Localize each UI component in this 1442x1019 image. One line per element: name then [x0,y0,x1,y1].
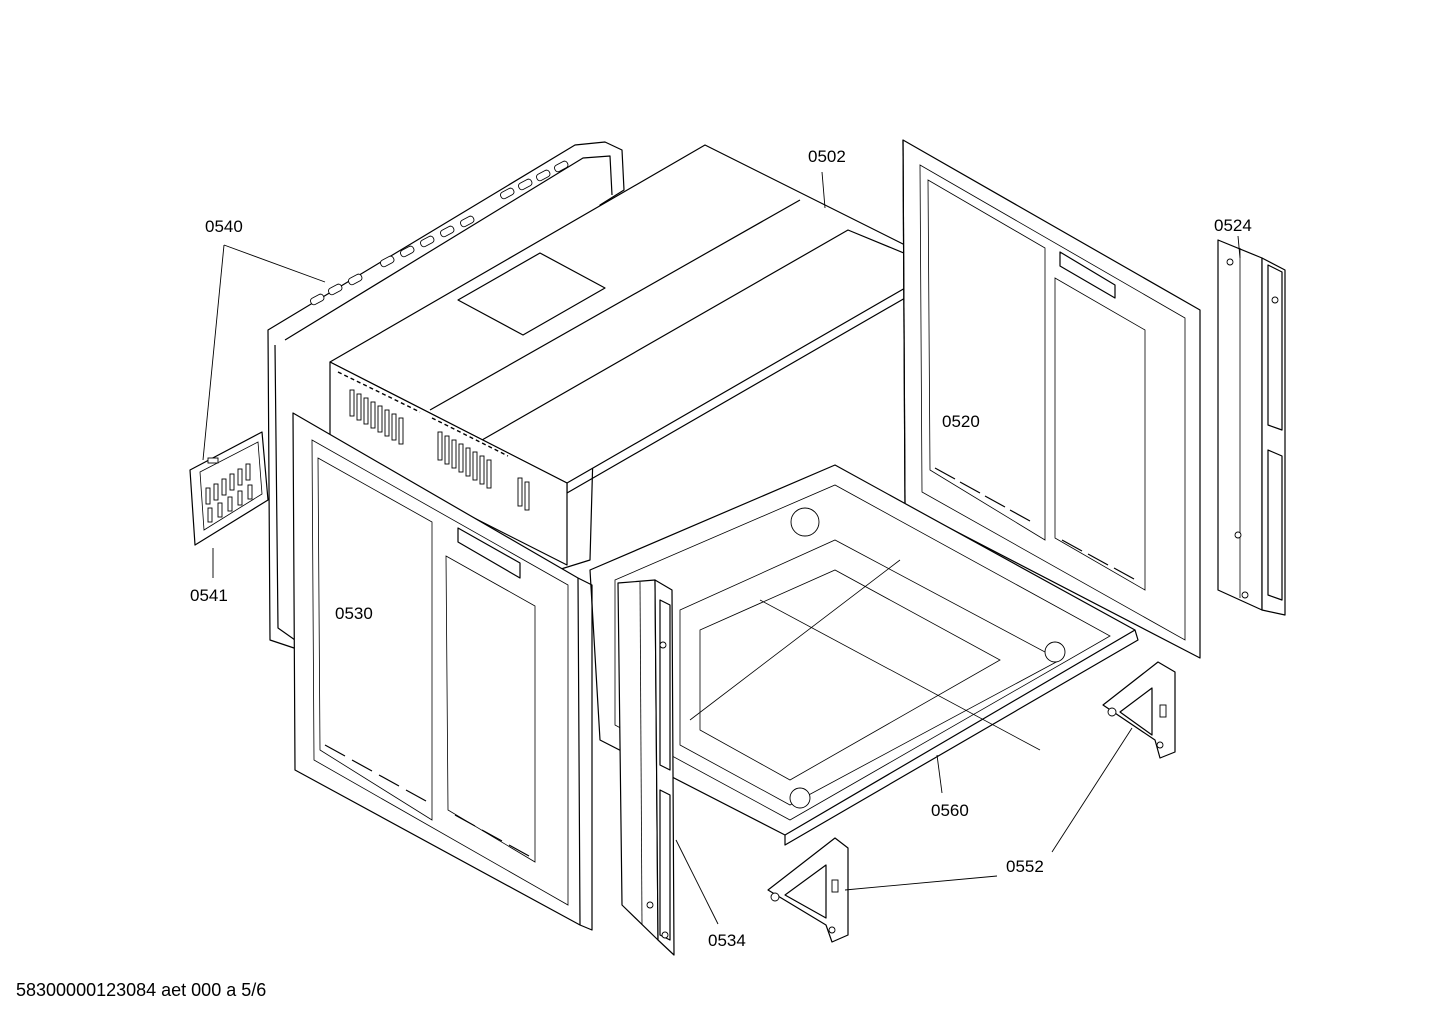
part-label-0552: 0552 [1006,857,1044,876]
vertical-rail-0534 [617,579,675,956]
leader-lines [202,171,1241,925]
side-panel-left-slots [324,744,530,857]
part-label-0541: 0541 [190,586,228,605]
rear-vent-slots [310,160,569,306]
part-label-0502: 0502 [808,147,846,166]
part-label-0560: 0560 [931,801,969,820]
part-labels: 0502 0540 0524 0520 0541 0530 0560 0552 … [190,147,1252,950]
document-code: 58300000123084 aet 000 a 5/6 [16,980,267,1000]
part-label-0524: 0524 [1214,216,1252,235]
base-panel-0560 [589,464,1139,846]
part-label-0530: 0530 [335,604,373,623]
vent-bracket-0541 [189,431,269,546]
part-label-0540: 0540 [205,217,243,236]
casing-front-vents [349,389,530,511]
side-panel-right-0520 [902,139,1201,659]
part-label-0534: 0534 [708,931,746,950]
side-panel-right-slots [934,467,1135,580]
support-bracket-0552-right [1102,661,1176,759]
side-panel-left-0530 [292,412,593,931]
support-bracket-0552-left [767,837,849,943]
part-label-0520: 0520 [942,412,980,431]
vertical-rail-0524 [1217,239,1286,616]
